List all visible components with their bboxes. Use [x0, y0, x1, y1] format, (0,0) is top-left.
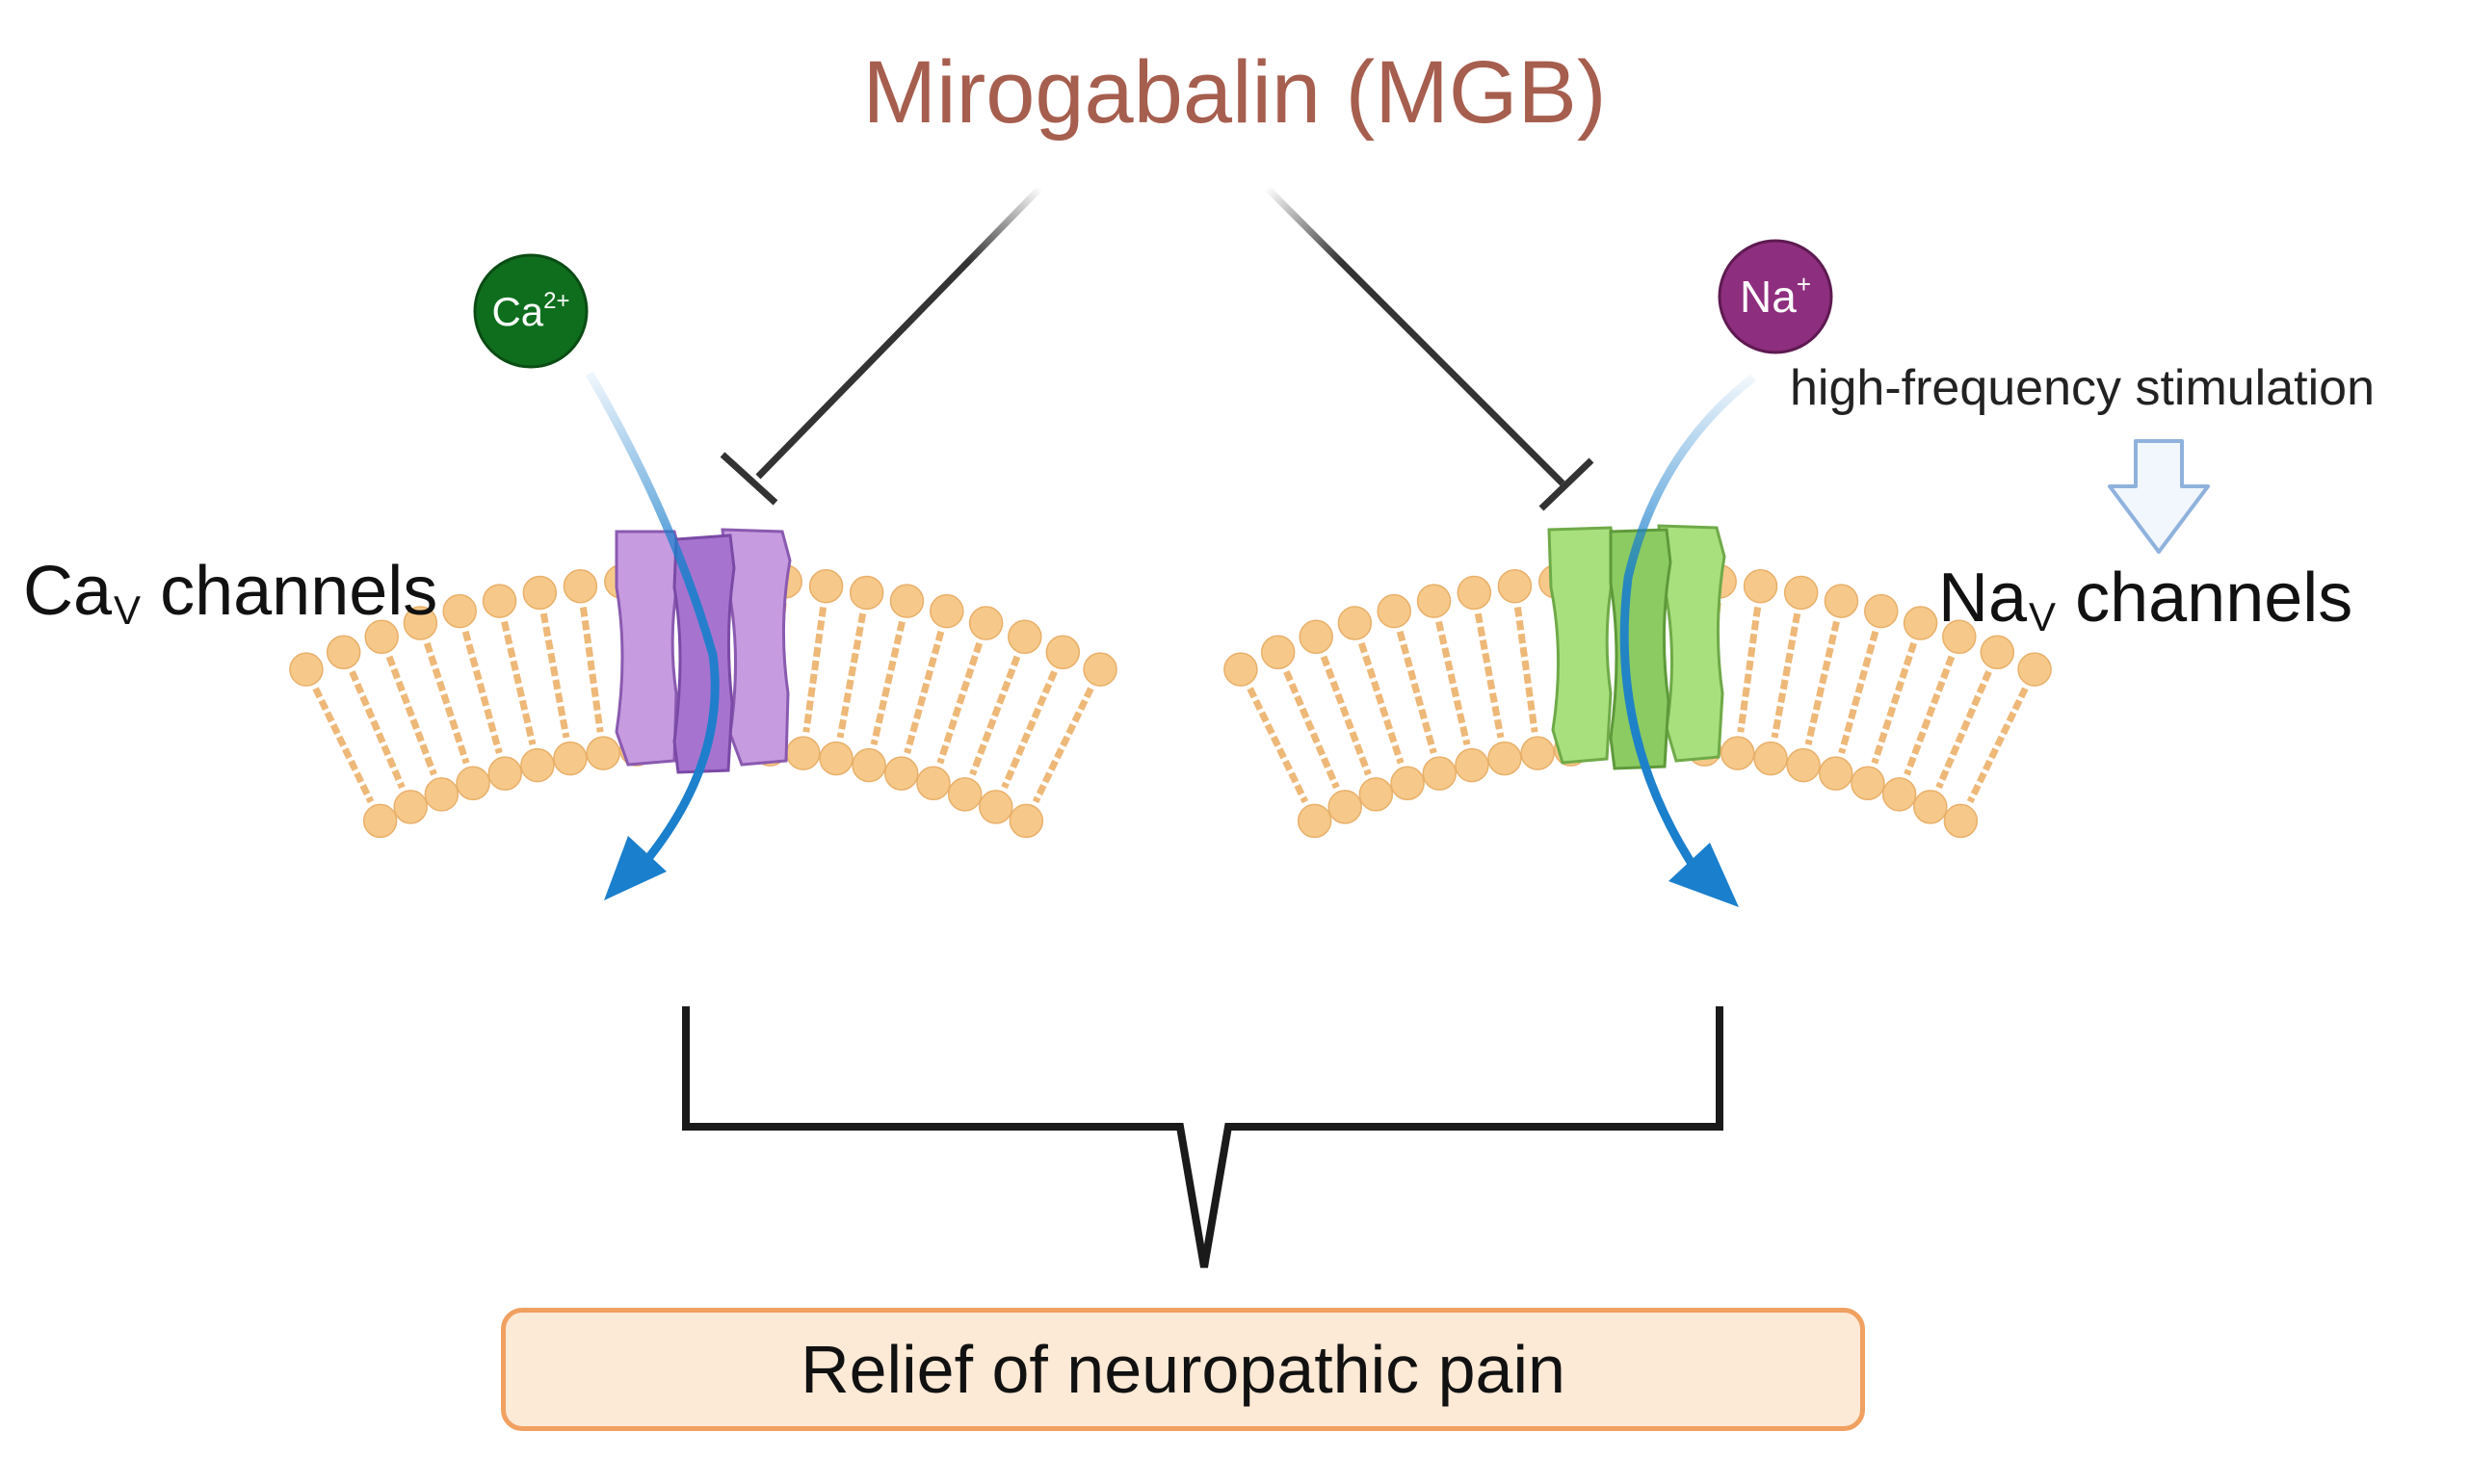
nav-label-rest: channels [2056, 560, 2353, 637]
calcium-ion: Ca2+ [473, 253, 589, 369]
stimulation-arrow-icon [2108, 439, 2210, 554]
nav-label-main: Na [1938, 560, 2028, 637]
calcium-ion-charge: 2+ [543, 288, 569, 314]
cav-channels-label: CaV channels [23, 557, 437, 631]
cav-label-rest: channels [141, 553, 438, 630]
svg-text:Na+: Na+ [1740, 270, 1811, 322]
stimulation-label: high-frequency stimulation [1790, 360, 2375, 416]
result-box: Relief of neuropathic pain [501, 1308, 1865, 1431]
cav-label-subscript: V [114, 587, 142, 633]
na-influx-arrow [1619, 374, 1756, 907]
ca-influx-arrow [586, 371, 720, 900]
sodium-ion-symbol: Na [1740, 272, 1797, 322]
result-label: Relief of neuropathic pain [801, 1332, 1565, 1407]
nav-label-subscript: V [2029, 594, 2057, 639]
inhibition-line-left [720, 185, 1043, 506]
sodium-ion: Na+ [1718, 239, 1833, 354]
svg-text:Ca2+: Ca2+ [491, 288, 569, 334]
cav-label-main: Ca [23, 553, 113, 630]
inhibition-line-right [1264, 185, 1594, 511]
nav-channels-label: NaV channels [1938, 563, 2352, 638]
calcium-ion-symbol: Ca [491, 289, 543, 334]
cav-channel [615, 528, 792, 774]
sodium-ion-charge: + [1797, 270, 1811, 299]
convergence-bracket [682, 1006, 1723, 1268]
drug-title: Mirogabalin (MGB) [862, 43, 1607, 142]
